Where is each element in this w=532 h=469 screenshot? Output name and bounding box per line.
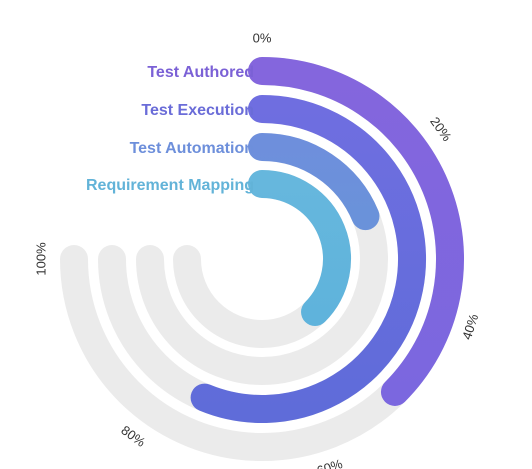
series-label-test-authored: Test Authored: [147, 64, 254, 81]
tick-label-60: 60%: [315, 456, 345, 469]
bar-test-execution[interactable]: [190, 95, 426, 423]
bar-requirement-mapping[interactable]: [248, 170, 351, 327]
series-label-test-automation: Test Automation: [130, 140, 254, 157]
tick-label-0: 0%: [253, 30, 272, 45]
tick-label-80: 80%: [118, 422, 148, 450]
bar-test-automation[interactable]: [248, 133, 380, 231]
tick-label-100: 100%: [33, 242, 48, 276]
bars-layer: [190, 57, 465, 423]
tick-label-40: 40%: [459, 312, 481, 342]
series-label-test-execution: Test Execution: [141, 102, 254, 119]
series-label-requirement-mapping: Requirement Mapping: [86, 177, 254, 194]
tick-label-20: 20%: [427, 114, 455, 144]
bar-test-authored[interactable]: [248, 57, 465, 406]
